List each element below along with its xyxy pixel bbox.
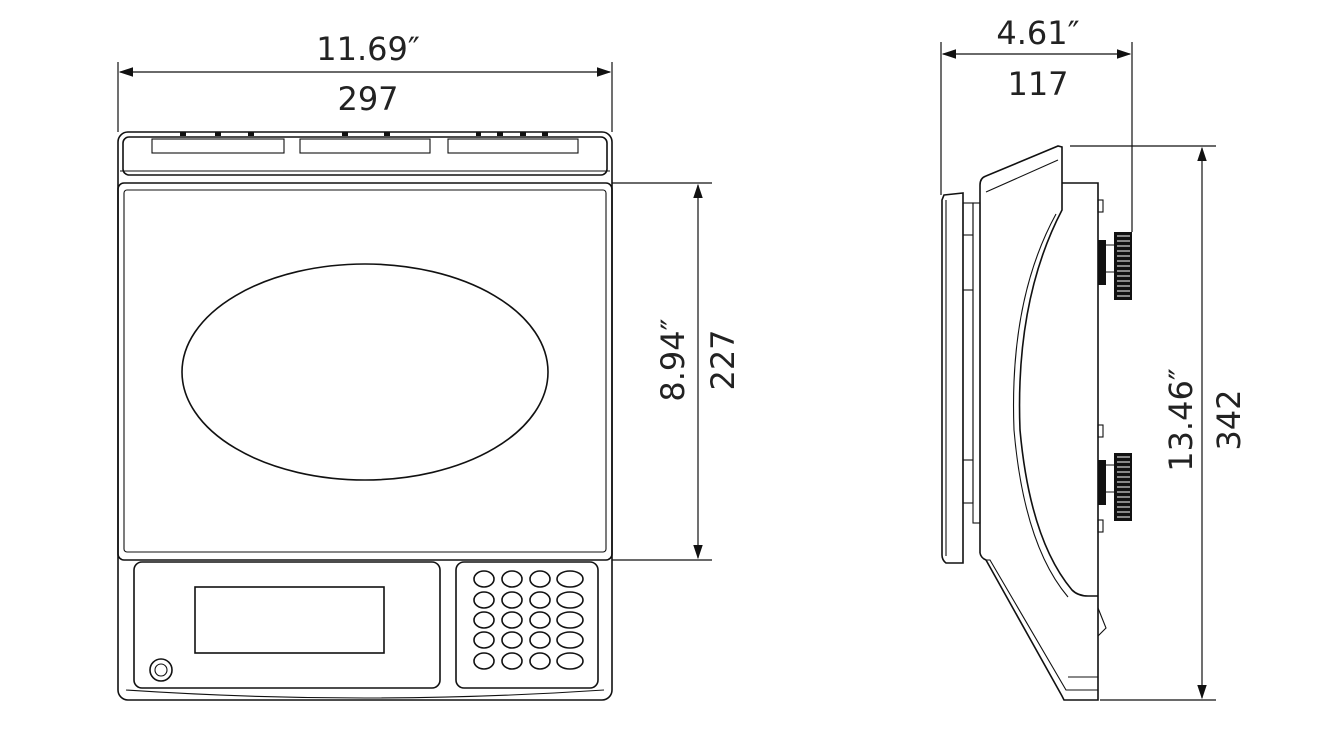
- keypad-key: [501, 591, 523, 609]
- keypad-key: [556, 591, 584, 609]
- keypad-key: [556, 652, 584, 670]
- height-inches-label: 4.61″: [996, 14, 1079, 52]
- keypad-key: [473, 652, 495, 670]
- front-view: [117, 131, 613, 701]
- keypad-key: [473, 570, 495, 588]
- keypad-key: [501, 570, 523, 588]
- side-dimensions: 4.61″ 117 13.46″ 342: [940, 14, 1248, 701]
- keypad-key: [501, 611, 523, 629]
- side-view: [941, 145, 1132, 701]
- width-inches-label: 11.69″: [316, 30, 420, 68]
- weighing-platform: [117, 182, 613, 561]
- depth-mm-label: 227: [704, 329, 742, 390]
- keypad-key: [529, 570, 551, 588]
- level-bubble-icon: [149, 658, 173, 682]
- lcd-display: [194, 586, 385, 654]
- front-dimensions: 11.69″ 297 8.94″ 227: [117, 30, 742, 561]
- keypad: [455, 561, 599, 689]
- keypad-key: [556, 631, 584, 649]
- keypad-key: [501, 631, 523, 649]
- keypad-key: [529, 631, 551, 649]
- keypad-key: [473, 611, 495, 629]
- keypad-key: [473, 591, 495, 609]
- keypad-key: [556, 570, 584, 588]
- keypad-key: [529, 652, 551, 670]
- height-mm-label: 117: [1007, 65, 1068, 103]
- keypad-key: [529, 611, 551, 629]
- width-mm-label: 297: [337, 80, 398, 118]
- keypad-key: [501, 652, 523, 670]
- keypad-key: [556, 611, 584, 629]
- keypad-key: [529, 591, 551, 609]
- keypad-key: [473, 631, 495, 649]
- depth-inches-label: 8.94″: [654, 318, 692, 401]
- depth-inches-label: 13.46″: [1162, 368, 1200, 472]
- depth-mm-label: 342: [1210, 389, 1248, 450]
